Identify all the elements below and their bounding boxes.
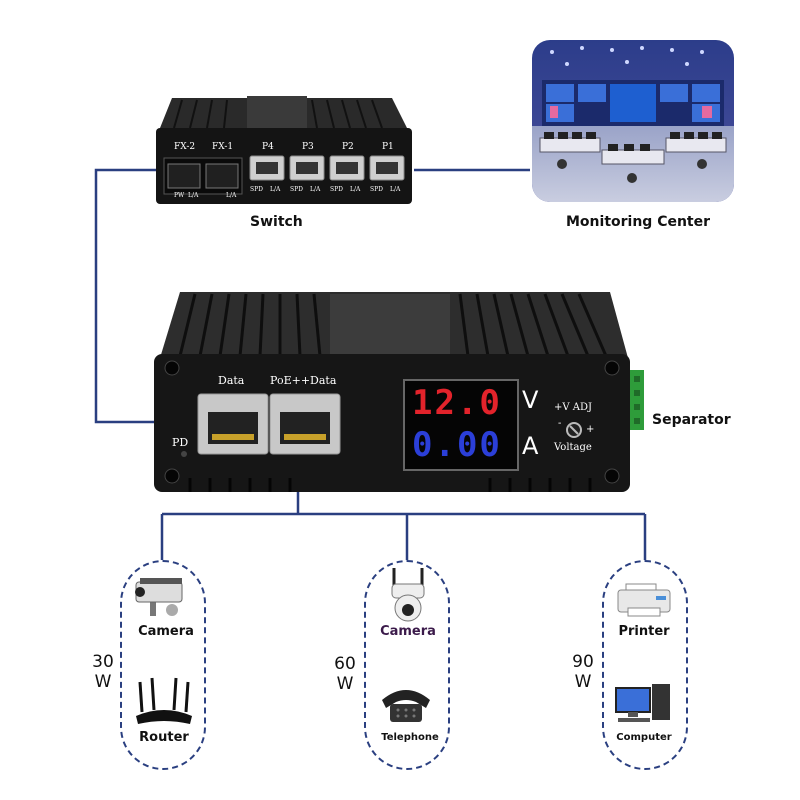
group-2-border — [364, 560, 450, 770]
group-1-watt-unit: W — [94, 672, 112, 692]
fiber-sub-label-1: PW — [174, 192, 185, 199]
group-1-bottom-label: Router — [139, 730, 189, 745]
rj45-port-label-4: P1 — [382, 142, 394, 152]
voltage-unit: V — [522, 386, 539, 414]
rj45-sub-label-7: SPD — [370, 186, 383, 193]
rj45-sub-label-6: L/A — [350, 186, 361, 193]
group-3-bottom-label: Computer — [616, 732, 672, 743]
pd-label: PD — [172, 436, 189, 449]
link-switch-splitter — [94, 168, 210, 424]
voltage-text: Voltage — [554, 442, 592, 453]
group-2-bottom-label: Telephone — [381, 732, 439, 743]
splitter-body — [154, 292, 644, 492]
computer-icon — [615, 684, 670, 722]
group-1-watt-num: 30 — [92, 652, 114, 672]
rj45-sub-label-4: L/A — [310, 186, 321, 193]
rj45-sub-label-2: L/A — [270, 186, 281, 193]
poe-port-label: PoE++Data — [270, 374, 337, 387]
fiber-sub-label-3: L/A — [226, 192, 237, 199]
fiber-port-label-2: FX-1 — [212, 142, 234, 152]
printer-icon — [617, 583, 671, 617]
rj45-sub-label-5: SPD — [330, 186, 343, 193]
fiber-sub-label-2: L/A — [188, 192, 199, 199]
current-unit: A — [522, 432, 539, 460]
rj45-port-label-1: P4 — [262, 142, 274, 152]
switch-body — [156, 96, 412, 204]
splitter-device: Data PoE++Data PD 12.0 0.00 V A +V ADJ -… — [150, 288, 650, 496]
group-3-top-label: Printer — [618, 624, 670, 639]
group-1-watt: 30 W — [88, 652, 118, 692]
group-2-watt-unit: W — [336, 674, 354, 694]
switch-label: Switch — [250, 214, 303, 230]
group-3-watt-num: 90 — [572, 652, 594, 672]
adj-plus: + — [586, 424, 595, 435]
fiber-port-label-1: FX-2 — [174, 142, 196, 152]
switch-device: FX-2 FX-1 PW L/A L/A P4 P3 P2 P1 SPD L/A… — [152, 88, 414, 206]
adj-label: +V ADJ — [554, 402, 593, 413]
rj45-sub-label-1: SPD — [250, 186, 263, 193]
bullet-camera-icon — [135, 578, 183, 616]
group-2-watt-num: 60 — [334, 654, 356, 674]
rj45-sub-label-3: SPD — [290, 186, 303, 193]
rj45-port-label-3: P2 — [342, 142, 354, 152]
group-3-border — [602, 560, 688, 770]
telephone-icon — [382, 690, 430, 722]
rj45-sub-label-8: L/A — [390, 186, 401, 193]
voltage-display: 12.0 — [412, 383, 502, 423]
group-1-top-label: Camera — [138, 624, 194, 639]
current-display: 0.00 — [412, 425, 502, 465]
group-3-watt-unit: W — [574, 672, 592, 692]
separator-label: Separator — [652, 412, 731, 428]
group-1-border — [120, 560, 206, 770]
router-icon — [136, 677, 192, 724]
monitoring-center-image — [532, 40, 734, 202]
wifi-camera-icon — [391, 568, 425, 622]
group-2-top-label: Camera — [380, 624, 436, 639]
data-port-label: Data — [218, 374, 245, 387]
group-2-watt: 60 W — [330, 654, 360, 694]
adj-minus: - — [558, 418, 562, 429]
rj45-port-label-2: P3 — [302, 142, 314, 152]
group-3-watt: 90 W — [568, 652, 598, 692]
monitoring-center-label: Monitoring Center — [566, 214, 711, 230]
